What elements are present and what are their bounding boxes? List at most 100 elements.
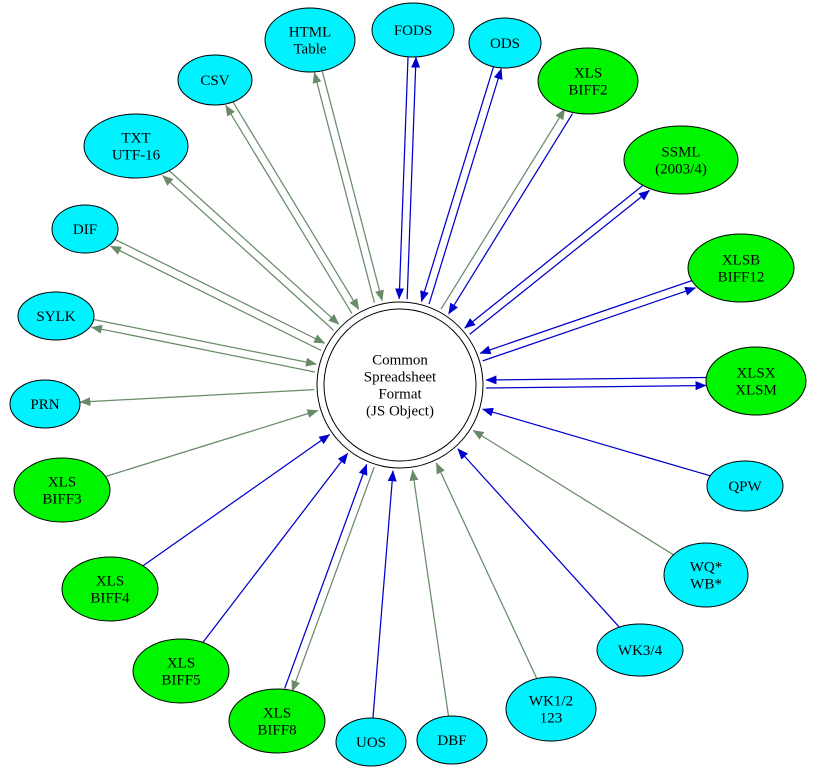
node-dbf-ellipse — [416, 715, 488, 765]
node-xls_biff8-ellipse — [228, 688, 326, 754]
node-fods-ellipse — [371, 2, 455, 58]
node-qpw-label: QPW — [728, 479, 762, 495]
node-wk34-ellipse — [596, 623, 684, 677]
node-fods-label: FODS — [394, 23, 432, 39]
node-wq_wb-label: WQ*WB* — [690, 560, 723, 593]
node-ods: ODS — [468, 17, 542, 69]
center-node-inner-ring — [323, 308, 477, 462]
edge-xls_biff4-in — [142, 433, 331, 567]
node-wk34-label: WK3/4 — [618, 643, 663, 659]
edge-wq_wb-in — [472, 429, 674, 556]
edge-sylk-in — [92, 318, 317, 367]
edge-xls_biff8-out — [291, 466, 375, 692]
node-sylk-ellipse — [17, 291, 95, 341]
edge-ssml-in — [464, 183, 645, 329]
edge-html_table-in — [321, 70, 384, 302]
edge-xlsb-out — [482, 286, 697, 362]
node-csv-label: CSV — [200, 73, 229, 89]
node-wk34: WK3/4 — [596, 623, 684, 677]
node-ods-ellipse — [468, 17, 542, 69]
edge-wk12-in — [435, 462, 538, 679]
edge-dif-out — [110, 245, 322, 351]
edge-sylk-out — [90, 324, 316, 373]
node-xlsb-ellipse — [687, 233, 795, 303]
node-csv-ellipse — [177, 54, 253, 106]
node-dbf-label: DBF — [437, 733, 466, 749]
node-csv: CSV — [177, 54, 253, 106]
node-fods: FODS — [371, 2, 455, 58]
node-xls_biff2-ellipse — [537, 47, 639, 115]
node-dbf: DBF — [416, 715, 488, 765]
node-html_table-ellipse — [264, 7, 356, 73]
node-sylk: SYLK — [17, 291, 95, 341]
node-sylk-label: SYLK — [36, 309, 75, 325]
edge-ods-in — [420, 66, 495, 303]
edge-dif-in — [113, 238, 326, 344]
node-uos-label: UOS — [356, 735, 386, 751]
edge-txt_utf16-in — [167, 169, 340, 325]
node-wk12-ellipse — [505, 676, 597, 742]
node-wq_wb-ellipse — [663, 542, 749, 608]
node-dif: DIF — [51, 204, 119, 254]
edge-wk34-in — [457, 448, 620, 628]
edge-xlsx-in — [485, 375, 706, 385]
edge-dbf-in — [409, 469, 450, 717]
edge-fods-in — [395, 56, 409, 300]
edge-xls_biff2-out — [440, 108, 566, 310]
edge-csv-in — [231, 100, 360, 310]
edge-xls_biff3-in — [105, 409, 319, 478]
node-prn-label: PRN — [30, 397, 59, 413]
edge-uos-in — [372, 470, 397, 719]
node-prn: PRN — [9, 379, 81, 429]
node-xls_biff3-ellipse — [13, 457, 111, 523]
edge-ssml-out — [469, 189, 650, 335]
edge-csv-out — [225, 104, 353, 314]
edge-html_table-out — [312, 71, 376, 303]
node-ssml-ellipse — [623, 125, 739, 195]
edge-xls_biff8-in — [284, 463, 368, 689]
edge-xlsb-in — [479, 279, 694, 355]
node-uos: UOS — [335, 717, 407, 767]
node-ods-label: ODS — [490, 36, 520, 52]
edge-xlsx-out — [486, 381, 707, 391]
edge-xls_biff5-in — [202, 452, 349, 643]
node-qpw-ellipse — [706, 460, 784, 512]
edges-layer — [79, 56, 711, 719]
node-dif-label: DIF — [73, 222, 97, 238]
node-xls_biff5-ellipse — [132, 638, 230, 704]
node-xls_biff4-ellipse — [61, 556, 159, 622]
node-ssml: SSML(2003/4) — [623, 125, 739, 195]
edge-ods-out — [428, 68, 503, 305]
edge-txt_utf16-out — [162, 174, 334, 331]
edge-qpw-in — [482, 407, 711, 477]
edge-xls_biff2-in — [448, 113, 574, 315]
center-node-outer-ring — [316, 301, 484, 469]
node-ssml-label: SSML(2003/4) — [655, 145, 707, 178]
edge-fods-out — [406, 56, 421, 300]
node-txt_utf16-ellipse — [83, 113, 189, 179]
node-dif-ellipse — [51, 204, 119, 254]
